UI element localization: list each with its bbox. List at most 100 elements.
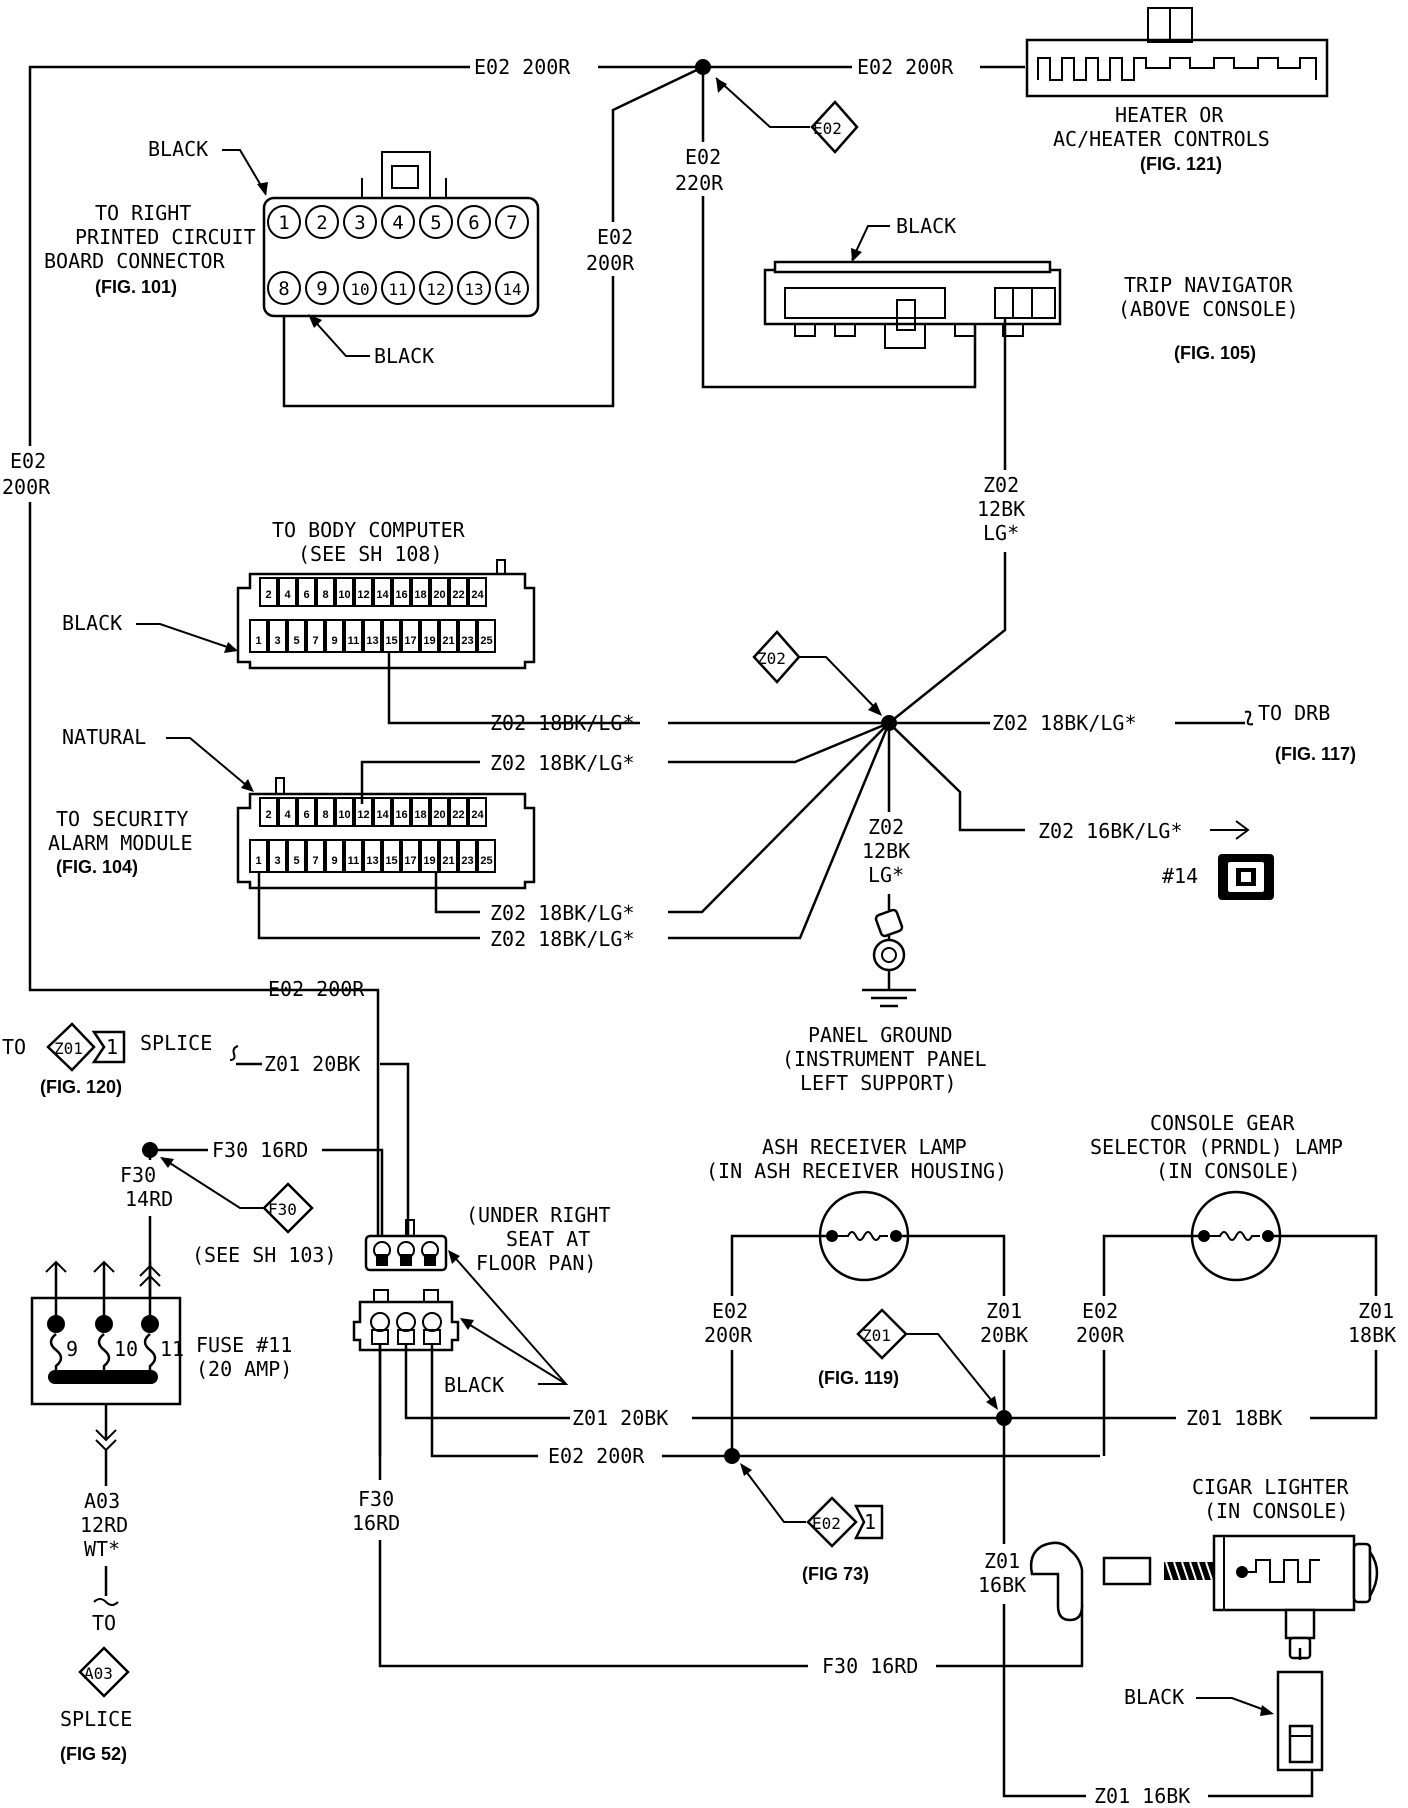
svg-text:E02: E02 (813, 119, 842, 138)
f30-feed: F30 16RD F30 14RD F30 (SEE SH 103) (112, 1138, 384, 1300)
sec-pin-label: 19 (423, 855, 435, 867)
sec-pin (316, 797, 335, 827)
sec-pin-label: 21 (442, 855, 454, 867)
sec-pin (335, 797, 354, 827)
fuse-pin-label: 11 (160, 1337, 184, 1361)
body-pin (382, 619, 401, 653)
sec-pin-label: 24 (471, 809, 484, 821)
body-pin-label: 19 (423, 635, 435, 647)
svg-text:Z01: Z01 (862, 1326, 891, 1345)
seat-color: BLACK (444, 1373, 504, 1397)
pcb-pin (495, 205, 529, 239)
pcb-title-1: TO RIGHT (95, 201, 191, 225)
sec-title-1: TO SECURITY (56, 807, 188, 831)
sec-pin-label: 20 (433, 809, 445, 821)
body-pin-label: 15 (385, 635, 397, 647)
body-pin-label: 20 (433, 589, 445, 601)
pcb-pin-label: 10 (350, 280, 369, 299)
body-pin (268, 619, 287, 653)
body-pin (420, 619, 439, 653)
svg-text:E02: E02 (812, 1514, 841, 1533)
cigar-black-connector: BLACK (1124, 1670, 1324, 1772)
fuse-terminal (47, 1315, 65, 1333)
sec-pin (382, 839, 401, 873)
sec-pin-label: 17 (404, 855, 416, 867)
wire-label-a03-2: 12RD (80, 1513, 128, 1537)
splice-z01-fig: (FIG. 120) (40, 1077, 122, 1097)
sec-pin (411, 797, 430, 827)
ash-lamp: ASH RECEIVER LAMP (IN ASH RECEIVER HOUSI… (704, 1135, 1028, 1544)
sec-pin-label: 15 (385, 855, 397, 867)
body-pin (468, 577, 487, 607)
sec-pin-label: 13 (366, 855, 378, 867)
a03-to: TO (92, 1611, 116, 1635)
sec-pin-label: 2 (265, 809, 271, 821)
prndl-title-1: CONSOLE GEAR (1150, 1111, 1295, 1135)
body-pin (458, 619, 477, 653)
z02-hub: Z02 18BK/LG* TO DRB (FIG. 117) Z02 16BK/… (752, 630, 1356, 1095)
wire-label-top-right: E02 200R (857, 55, 954, 79)
splice-ref-e02-73: E02 1 (FIG 73) (740, 1463, 884, 1584)
wire-label-body-z02: Z02 18BK/LG* (490, 711, 635, 735)
sec-pin-label: 6 (303, 809, 309, 821)
pcb-pin-label: 14 (502, 280, 521, 299)
pcb-pin (305, 271, 339, 305)
sec-fig: (FIG. 104) (56, 857, 138, 877)
wire-label-f30-bottom: F30 16RD (822, 1654, 918, 1678)
sec-pin (420, 839, 439, 873)
body-pin-label: 22 (452, 589, 464, 601)
a03-diamond (78, 1646, 130, 1698)
pcb-pin-label: 13 (464, 280, 483, 299)
sec-pin-label: 22 (452, 809, 464, 821)
wire-label-ground-3: LG* (868, 863, 904, 887)
pcb-pin-label: 9 (316, 278, 327, 300)
prndl-z01-2: 18BK (1348, 1323, 1396, 1347)
sec-pin (468, 797, 487, 827)
fuse-title-1: FUSE #11 (196, 1333, 292, 1357)
sec-pin (344, 839, 363, 873)
sec-pin-label: 10 (338, 809, 350, 821)
sec-pin (268, 839, 287, 873)
body-pin-label: 25 (480, 635, 492, 647)
pcb-pin (457, 271, 491, 305)
wire-label-nav-z02-3: LG* (983, 521, 1019, 545)
ash-e02-2: 200R (704, 1323, 753, 1347)
body-title-1: TO BODY COMPUTER (272, 518, 466, 542)
ground-title-3: LEFT SUPPORT) (800, 1071, 957, 1095)
splice-z01-suffix: SPLICE (140, 1031, 212, 1055)
ground-title-2: (INSTRUMENT PANEL (782, 1047, 987, 1071)
splice-ref-z02: Z02 (752, 630, 882, 716)
sec-pin-label: 4 (284, 809, 291, 821)
pcb-pin-label: 6 (468, 212, 479, 234)
sec-pin-label: 18 (414, 809, 426, 821)
body-pin (306, 619, 325, 653)
wire-label-z01-16-2: 16BK (978, 1573, 1026, 1597)
sec-pin (259, 797, 278, 827)
pcb-pin-label: 4 (392, 212, 403, 234)
svg-text:1: 1 (106, 1035, 118, 1059)
splice-ref-z01-119: Z01 (FIG. 119) (818, 1308, 998, 1410)
heater-title-2: AC/HEATER CONTROLS (1053, 127, 1270, 151)
wire-label-conn14: Z02 16BK/LG* (1038, 819, 1183, 843)
sec-pin-label: 12 (357, 809, 369, 821)
heater-fig: (FIG. 121) (1140, 154, 1222, 174)
wire-label-sec-b: Z02 18BK/LG* (490, 927, 635, 951)
wire-label-left-1: E02 (10, 449, 46, 473)
body-pin-label: 2 (265, 589, 271, 601)
prndl-z01-1: Z01 (1358, 1299, 1394, 1323)
trip-color: BLACK (896, 214, 956, 238)
pcb-pin (267, 271, 301, 305)
pcb-pin-label: 1 (278, 212, 289, 234)
body-pin-label: 8 (322, 589, 328, 601)
fuse-pin-label: 10 (114, 1337, 138, 1361)
wire-label-top-drop-1: E02 (685, 145, 721, 169)
sec-pin-label: 14 (376, 809, 389, 821)
pcb-pin (419, 271, 453, 305)
drb-fig: (FIG. 117) (1275, 744, 1356, 764)
body-pin (411, 577, 430, 607)
wire-label-a03-3: WT* (84, 1537, 120, 1561)
wire-label-drb: Z02 18BK/LG* (992, 711, 1137, 735)
splice-dot-e02 (724, 1448, 740, 1464)
bus-splices: Z01 (FIG. 119) E02 1 (FIG 73) (724, 1308, 1012, 1584)
